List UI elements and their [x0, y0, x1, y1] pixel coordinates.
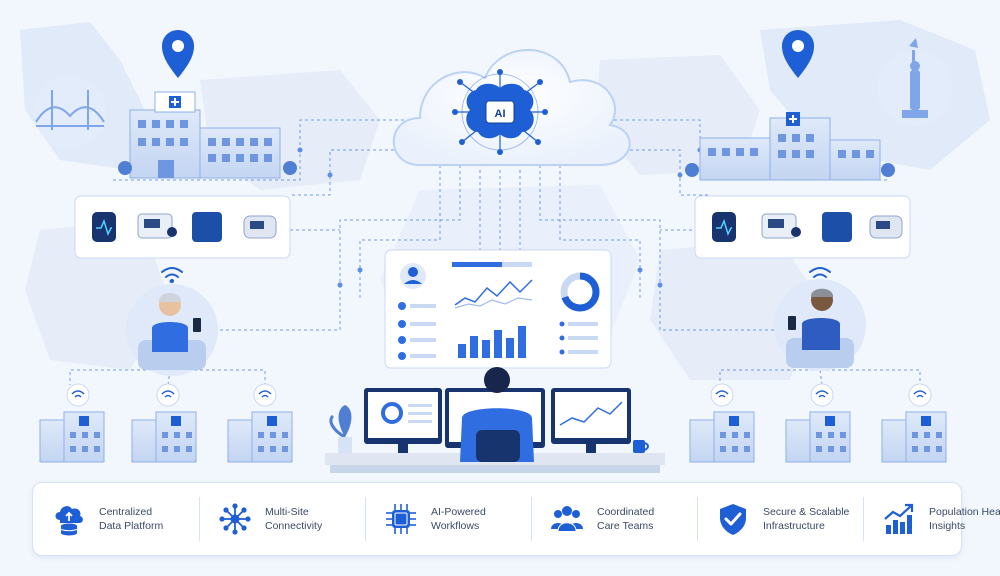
ai-badge-label: AI: [495, 108, 506, 120]
patient-at-home-right: [774, 279, 866, 371]
clinic-building: [227, 383, 293, 463]
feature-line2: Connectivity: [265, 520, 323, 532]
clinic-building: [39, 383, 105, 463]
bridge-landmark-icon: [34, 76, 106, 148]
feature-line1: AI-Powered: [431, 506, 486, 518]
wifi-icon: [161, 267, 183, 278]
smart-scale-icon: [192, 212, 222, 242]
feature-line1: Population Health: [929, 506, 1000, 518]
wearable-devices-panel-right: [694, 195, 911, 259]
location-pin-icon: [162, 30, 194, 78]
care-coordinator-workstation: [325, 367, 665, 473]
hospital-building: [685, 112, 895, 181]
patient-at-home-left: [126, 284, 218, 376]
nurse-coordinator: [460, 367, 534, 462]
analytics-dashboard: [384, 249, 612, 369]
network-nodes-icon: [219, 503, 251, 535]
smartwatch-icon: [92, 212, 116, 242]
smartwatch-icon: [712, 212, 736, 242]
feature-secure-scalable-infrastructure: Secure & Scalable Infrastructure: [697, 483, 863, 555]
clinic-building: [689, 383, 755, 463]
feature-line2: Data Platform: [99, 520, 164, 532]
location-pin-icon: [782, 30, 814, 78]
clinic-row-left: [39, 383, 293, 463]
feature-line2: Insights: [929, 520, 966, 532]
feature-line2: Care Teams: [597, 520, 654, 532]
feature-line1: Secure & Scalable: [763, 506, 850, 518]
feature-line2: Workflows: [431, 520, 480, 532]
coffee-mug-icon: [633, 440, 649, 453]
potted-plant-icon: [329, 405, 352, 453]
clinic-building: [881, 383, 947, 463]
monitor-right: [551, 388, 631, 453]
feature-coordinated-care-teams: Coordinated Care Teams: [531, 483, 697, 555]
pulse-oximeter-icon: [869, 215, 903, 239]
feature-population-health-insights: Population Health Insights: [863, 483, 1000, 555]
clinic-row-right: [689, 383, 947, 463]
clinic-building: [131, 383, 197, 463]
monitor-left: [364, 388, 442, 453]
clinic-building: [785, 383, 851, 463]
shield-check-icon: [720, 504, 746, 535]
feature-line1: Coordinated: [597, 506, 655, 518]
wifi-dot: [170, 279, 174, 283]
wearable-devices-panel-left: [74, 195, 291, 259]
feature-centralized-data-platform: Centralized Data Platform: [33, 483, 199, 555]
feature-line1: Centralized: [99, 506, 153, 518]
ai-cloud: [392, 49, 631, 166]
connection-lines: [69, 119, 921, 386]
growth-chart-icon: [884, 503, 914, 534]
pulse-oximeter-icon: [243, 215, 277, 239]
feature-line1: Multi-Site: [265, 506, 309, 518]
feature-line2: Infrastructure: [763, 520, 825, 532]
ai-chip-icon: [386, 504, 416, 534]
blood-pressure-monitor-icon: [761, 213, 801, 239]
features-bar: Centralized Data Platform Multi-Site Con…: [32, 482, 1000, 556]
feature-multi-site-connectivity: Multi-Site Connectivity: [199, 483, 365, 555]
smart-scale-icon: [822, 212, 852, 242]
wifi-icon: [809, 267, 831, 278]
hospital-building: [118, 91, 297, 179]
statue-of-liberty-icon: [877, 38, 953, 126]
blood-pressure-monitor-icon: [137, 213, 177, 239]
care-team-icon: [551, 506, 583, 532]
feature-ai-powered-workflows: AI-Powered Workflows: [365, 483, 531, 555]
cloud-database-icon: [55, 506, 83, 536]
ai-brain-icon: [452, 69, 548, 155]
